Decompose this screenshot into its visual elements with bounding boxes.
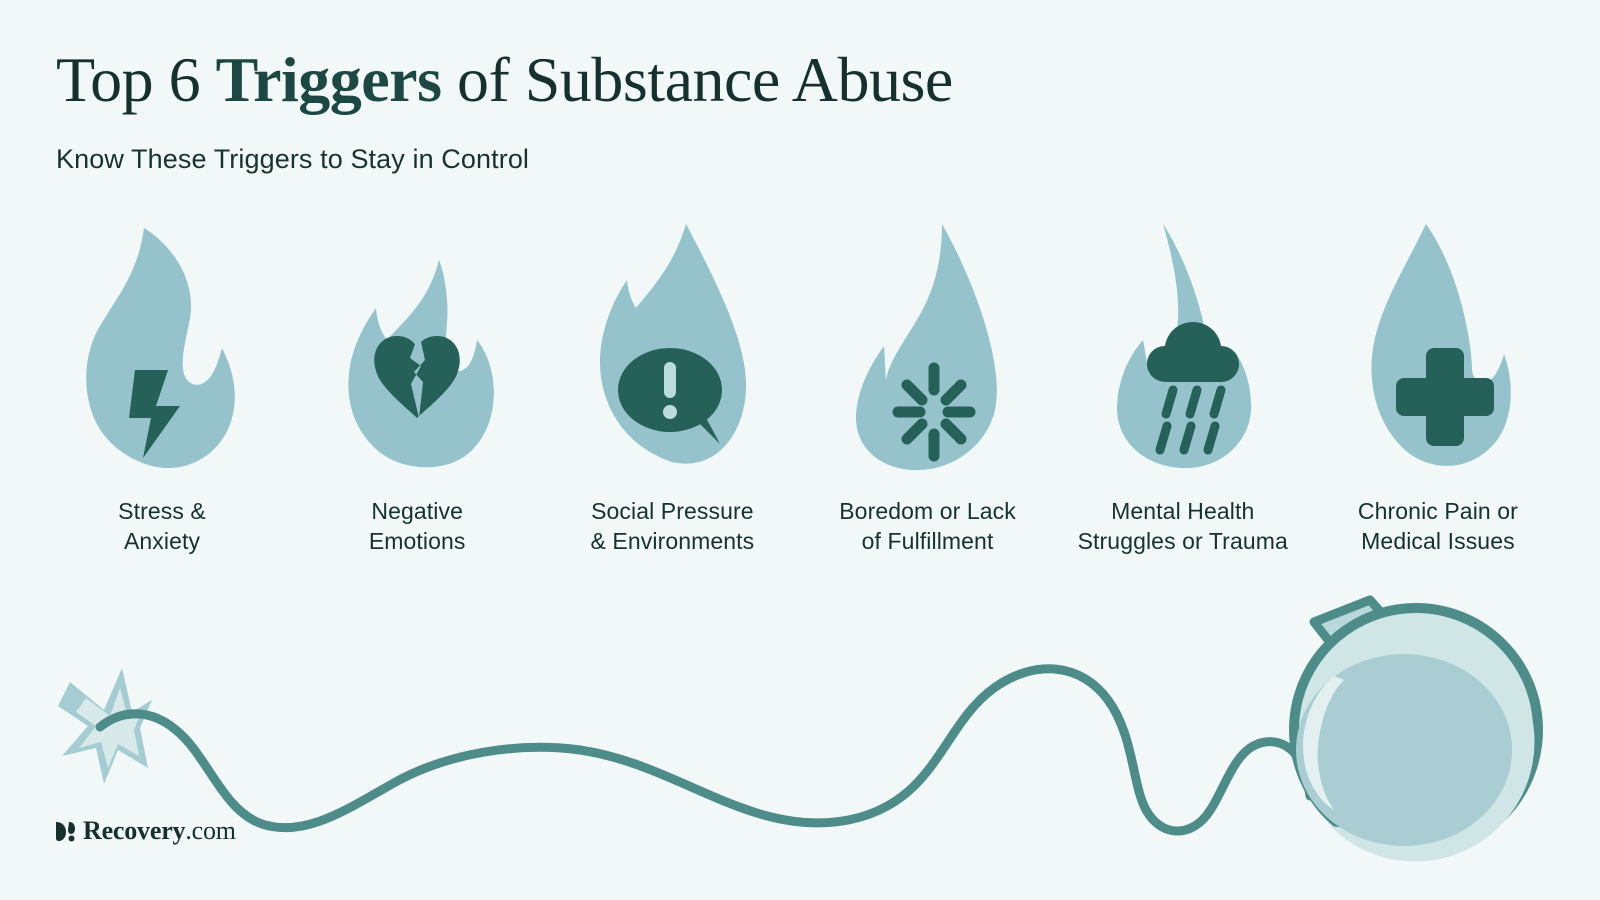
trigger-item-stress-anxiety: Stress & Anxiety bbox=[56, 222, 268, 556]
title-part-1: Top 6 bbox=[56, 44, 216, 115]
bomb-highlight-icon bbox=[1303, 676, 1344, 810]
bomb-icon bbox=[1289, 595, 1543, 862]
raindrops-icon bbox=[1155, 385, 1226, 455]
bomb-illustration bbox=[0, 560, 1600, 900]
trigger-item-negative-emotions: Negative Emotions bbox=[311, 222, 523, 556]
trigger-item-chronic-pain: Chronic Pain or Medical Issues bbox=[1332, 222, 1544, 556]
flame-shape-1 bbox=[72, 222, 252, 474]
logo-brand: Recovery bbox=[83, 816, 186, 845]
flame-shape-5 bbox=[1093, 222, 1273, 474]
heart-crack-icon bbox=[410, 336, 426, 418]
trigger-item-mental-health: Mental Health Struggles or Trauma bbox=[1077, 222, 1289, 556]
bomb-body-icon bbox=[1289, 603, 1543, 857]
page-subtitle: Know These Triggers to Stay in Control bbox=[56, 144, 530, 174]
trigger-label-stress-anxiety: Stress & Anxiety bbox=[118, 498, 206, 554]
flame-shape-2 bbox=[327, 222, 507, 474]
title-part-2: of Substance Abuse bbox=[441, 44, 953, 115]
logo-text: Recovery.com bbox=[83, 818, 236, 844]
spark-star-icon bbox=[58, 668, 152, 784]
flame-shape-4 bbox=[838, 222, 1018, 474]
exclamation-dot-icon bbox=[663, 405, 678, 419]
trigger-item-social-pressure: Social Pressure & Environments bbox=[566, 222, 778, 556]
trigger-label-chronic-pain: Chronic Pain or Medical Issues bbox=[1357, 498, 1518, 554]
exclamation-stem-icon bbox=[664, 362, 677, 398]
speech-bubble-tail-icon bbox=[694, 414, 721, 444]
trigger-label-negative-emotions: Negative Emotions bbox=[368, 498, 466, 554]
logo-tld: .com bbox=[185, 816, 236, 845]
sunburst-spinner-icon bbox=[892, 362, 976, 462]
trigger-label-mental-health: Mental Health Struggles or Trauma bbox=[1077, 498, 1288, 554]
header: Top 6 Triggers of Substance Abuse Know T… bbox=[56, 44, 1256, 176]
flame-shape-3 bbox=[582, 222, 762, 474]
trigger-list: Stress & Anxiety Negative Emotions bbox=[0, 222, 1600, 556]
fuse-line-icon bbox=[95, 664, 1315, 836]
lightning-bolt-icon bbox=[129, 370, 180, 458]
page-title: Top 6 Triggers of Substance Abuse bbox=[56, 44, 1256, 116]
flame-body-1 bbox=[86, 228, 235, 468]
medical-cross-icon bbox=[1395, 348, 1494, 446]
trigger-item-boredom: Boredom or Lack of Fulfillment bbox=[822, 222, 1034, 556]
recovery-logo[interactable]: Recovery.com bbox=[56, 818, 236, 844]
bomb-cap-icon bbox=[1309, 595, 1405, 665]
title-accent: Triggers bbox=[215, 44, 442, 115]
trigger-label-boredom: Boredom or Lack of Fulfillment bbox=[839, 498, 1016, 554]
flame-shape-6 bbox=[1348, 222, 1528, 474]
trigger-label-social-pressure: Social Pressure & Environments bbox=[590, 498, 755, 554]
flame-body-4 bbox=[855, 224, 997, 471]
recovery-leaf-icon bbox=[56, 822, 75, 842]
rain-cloud-icon bbox=[1146, 322, 1239, 382]
bomb-shade-icon bbox=[1296, 654, 1512, 846]
